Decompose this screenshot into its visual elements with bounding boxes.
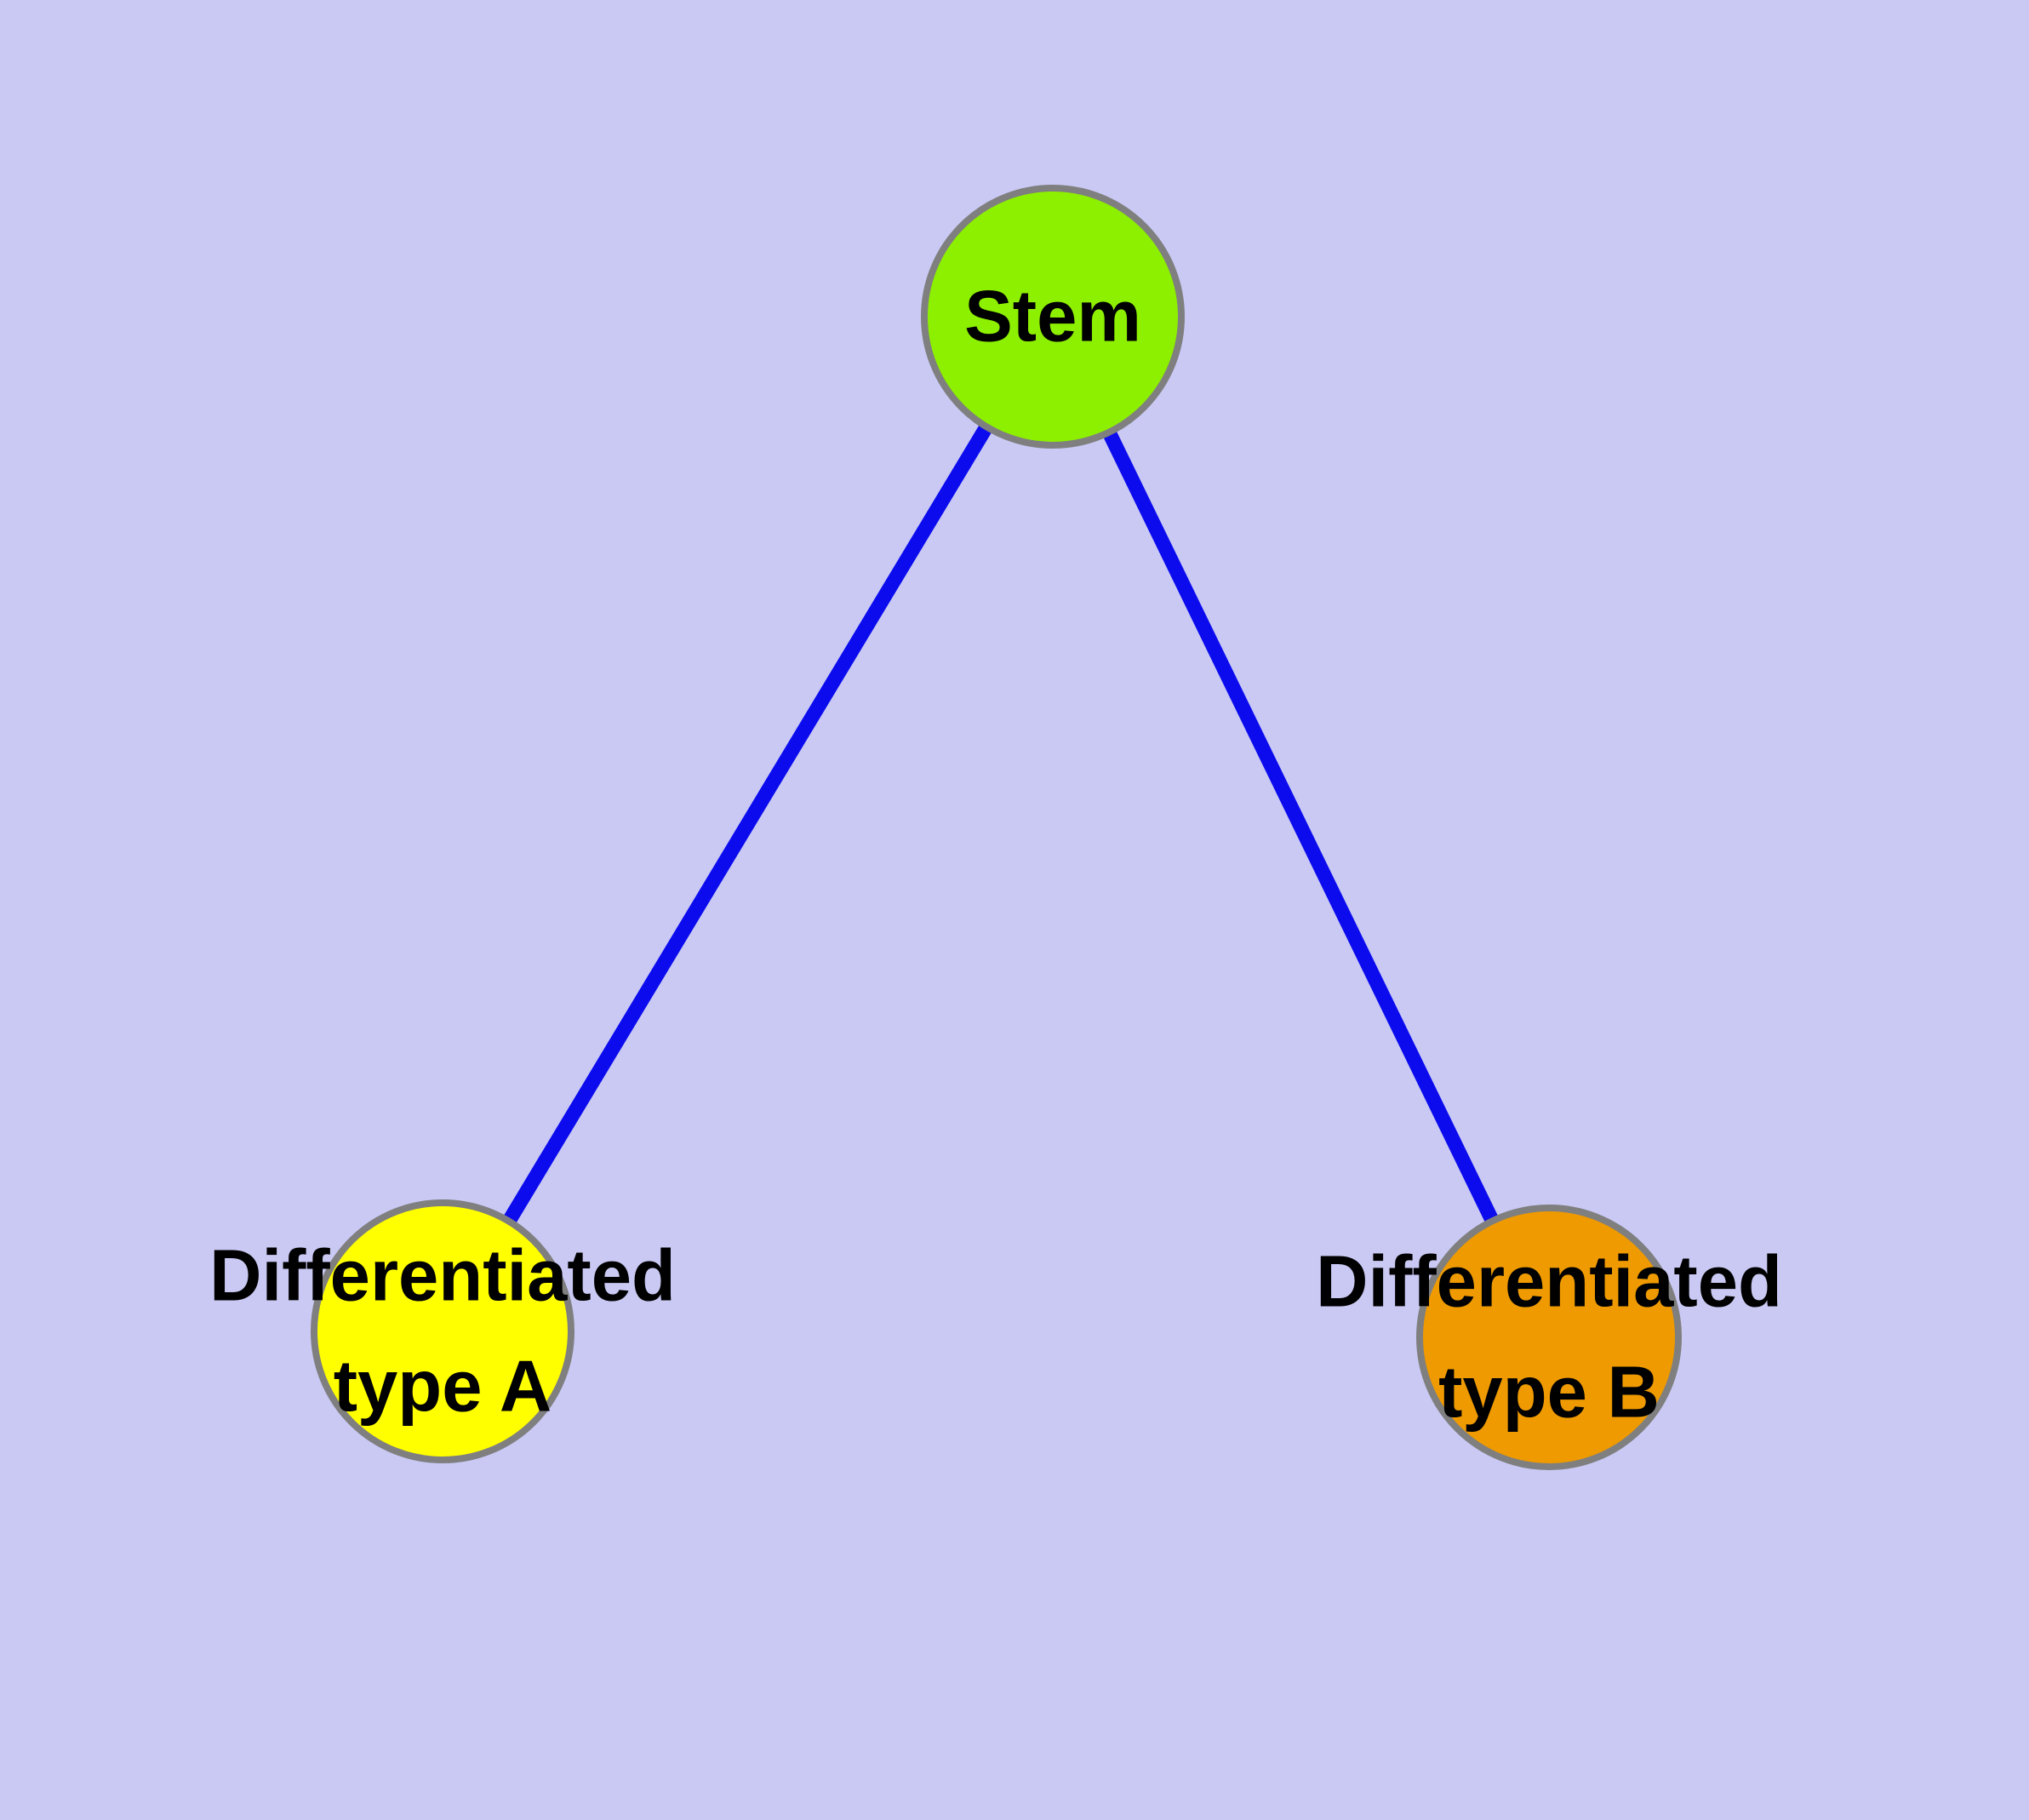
node-label-line: Differentiated [209,1236,676,1317]
node-label-stem: Stem [964,277,1141,358]
edge-stem-to-differentiated-type-a [436,312,1060,1336]
node-label-line: type A [334,1347,552,1428]
node-label-differentiated-type-a: Differentiated type A [209,1236,676,1428]
node-stem [921,185,1185,449]
edge-stem-to-differentiated-type-b [1046,313,1556,1341]
node-label-differentiated-type-b: Differentiated type B [1316,1242,1782,1434]
nodes-layer [311,185,1682,1470]
edges-layer [436,312,1556,1341]
node-label-line: Differentiated [1316,1242,1782,1323]
node-label-line: Stem [964,277,1141,358]
node-differentiated-type-a [311,1199,574,1463]
node-label-line: type B [1438,1353,1660,1434]
node-differentiated-type-b [1416,1205,1682,1470]
